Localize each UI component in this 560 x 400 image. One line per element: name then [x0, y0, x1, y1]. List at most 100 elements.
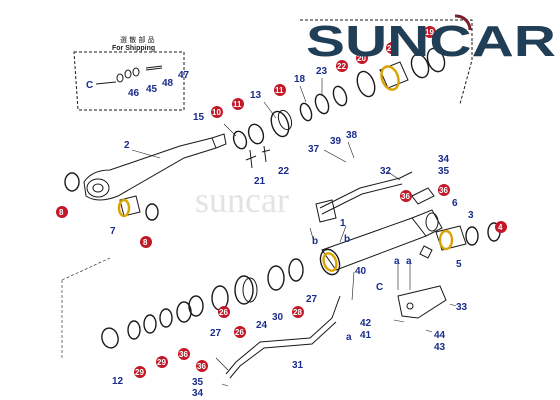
callout-34b: 34 — [192, 388, 204, 399]
callout-41: 41 — [360, 330, 372, 341]
inset-title-cn: 選 散 部 品 — [120, 35, 155, 44]
callout-24: 24 — [256, 320, 268, 331]
callout-12: 12 — [112, 376, 124, 387]
inset-title-en: For Shipping — [112, 45, 155, 52]
svg-text:26: 26 — [219, 308, 228, 317]
callout-33: 33 — [456, 302, 468, 313]
callout-red-4a: 4 — [495, 221, 507, 233]
shipping-inset: 選 散 部 品 For Shipping C 46 45 48 47 — [73, 35, 190, 111]
marker-a3: a — [406, 256, 412, 267]
pipes-31-32 — [225, 171, 413, 379]
label-C: C — [86, 80, 93, 91]
upper-seal-rings — [232, 47, 446, 150]
svg-text:11: 11 — [233, 100, 242, 109]
marker-b2: b — [344, 234, 350, 245]
connection-markers: b b a a a C — [312, 234, 412, 343]
bushing-7 — [64, 172, 159, 221]
callout-red-19: 20 — [356, 52, 368, 64]
svg-text:25: 25 — [387, 44, 396, 53]
callout-1: 1 — [340, 218, 346, 229]
label-45: 45 — [146, 84, 158, 95]
bracket-33 — [397, 285, 447, 319]
callout-23: 23 — [316, 66, 328, 77]
callout-3: 3 — [468, 210, 474, 221]
svg-text:22: 22 — [337, 62, 346, 71]
svg-text:4: 4 — [498, 223, 503, 232]
callout-red-10b: 11 — [232, 98, 244, 110]
leader-lines — [61, 78, 457, 387]
svg-text:29: 29 — [135, 368, 144, 377]
callout-red-29a: 29 — [134, 366, 146, 378]
watermark-text: suncar — [195, 180, 289, 220]
bolts-21-22 — [245, 145, 271, 169]
marker-a1: a — [346, 332, 352, 343]
callout-43: 43 — [434, 342, 446, 353]
brand-logo: SUNCAR — [306, 14, 556, 66]
svg-text:8: 8 — [59, 208, 64, 217]
callout-red-8a: 8 — [56, 206, 68, 218]
callout-38: 38 — [346, 130, 358, 141]
callout-44: 44 — [434, 330, 446, 341]
callout-42: 42 — [360, 318, 372, 329]
callout-39: 39 — [330, 136, 342, 147]
callout-red-20: 22 — [336, 60, 348, 72]
svg-text:36: 36 — [197, 362, 206, 371]
marker-a2: a — [394, 256, 400, 267]
brand-name: SUNCAR — [306, 17, 556, 66]
callouts-red: 4 8 8 10 11 11 19 20 22 25 26 26 28 29 2… — [56, 26, 507, 378]
callout-32: 32 — [380, 166, 392, 177]
callout-red-26a: 26 — [218, 306, 230, 318]
callout-37: 37 — [308, 144, 320, 155]
brand-arc-mark — [454, 14, 472, 31]
callout-22: 22 — [278, 166, 290, 177]
callout-27b: 27 — [210, 328, 222, 339]
label-46: 46 — [128, 88, 140, 99]
callout-red-22: 25 — [386, 42, 398, 54]
svg-text:11: 11 — [275, 86, 284, 95]
callout-13: 13 — [250, 90, 262, 101]
callout-34a: 34 — [438, 154, 450, 165]
callouts-blue: 2 1 3 5 6 7 12 13 15 18 21 22 23 24 27 2… — [110, 66, 474, 399]
callout-27a: 27 — [306, 294, 318, 305]
svg-text:26: 26 — [235, 328, 244, 337]
callout-red-36a: 36 — [438, 184, 450, 196]
svg-text:20: 20 — [357, 54, 366, 63]
callout-red-8b: 8 — [140, 236, 152, 248]
callout-red-36c: 36 — [196, 360, 208, 372]
callout-7: 7 — [110, 226, 116, 237]
callout-red-28: 29 — [156, 356, 168, 368]
callout-35a: 35 — [438, 166, 450, 177]
lower-seal-stack — [101, 258, 304, 349]
marker-C: C — [376, 282, 383, 293]
callout-red-25: 26 — [234, 326, 246, 338]
svg-text:10: 10 — [212, 108, 221, 117]
cylinder-tube-1 — [319, 209, 443, 276]
callout-red-36b: 36 — [400, 190, 412, 202]
svg-text:19: 19 — [425, 28, 434, 37]
callout-35b: 35 — [192, 377, 204, 388]
callout-red-11a: 11 — [274, 84, 286, 96]
callout-40: 40 — [355, 266, 367, 277]
svg-text:36: 36 — [401, 192, 410, 201]
svg-text:36: 36 — [439, 186, 448, 195]
callout-30: 30 — [272, 312, 284, 323]
callout-5: 5 — [456, 259, 462, 270]
svg-text:36: 36 — [179, 350, 188, 359]
label-47: 47 — [178, 70, 190, 81]
callout-red-26b: 28 — [292, 306, 304, 318]
callout-31: 31 — [292, 360, 304, 371]
piston-rod-2 — [83, 133, 227, 201]
callout-21: 21 — [254, 176, 266, 187]
callout-red-11b: 19 — [424, 26, 436, 38]
callout-2: 2 — [124, 140, 130, 151]
callout-red-10a: 10 — [211, 106, 223, 118]
callout-15: 15 — [193, 112, 205, 123]
callout-6: 6 — [452, 198, 458, 209]
svg-text:28: 28 — [293, 308, 302, 317]
callout-18: 18 — [294, 74, 306, 85]
callout-red-29b: 36 — [178, 348, 190, 360]
svg-text:29: 29 — [157, 358, 166, 367]
marker-b1: b — [312, 236, 318, 247]
